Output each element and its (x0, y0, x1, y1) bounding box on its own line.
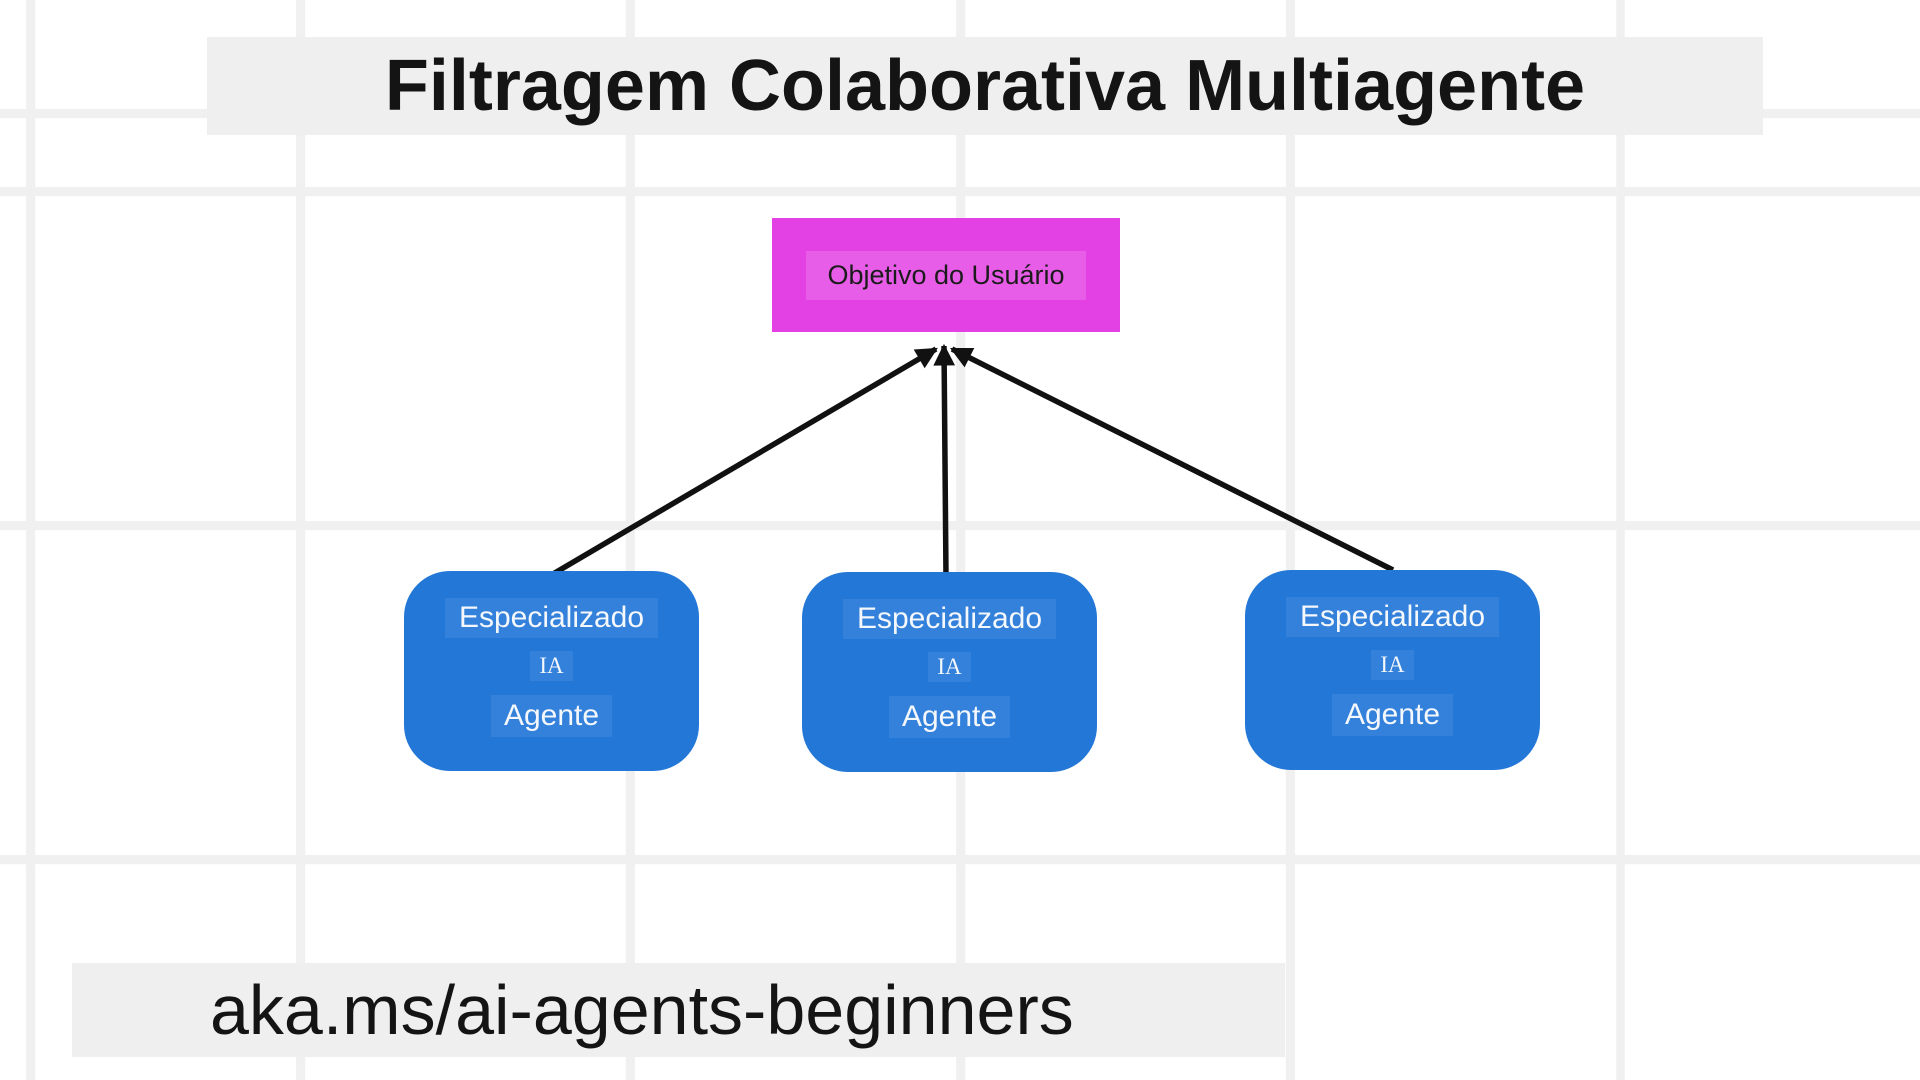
agent-1-label-agente: Agente (490, 694, 613, 737)
agent-node-2: Especializado IA Agente (802, 572, 1097, 772)
agent-3-label-agente: Agente (1331, 693, 1454, 736)
goal-node: Objetivo do Usuário (772, 218, 1120, 332)
agent-2-label-ia: IA (928, 652, 971, 682)
agent-2-label-agente: Agente (888, 695, 1011, 738)
agent-3-label-ia: IA (1371, 650, 1414, 680)
agent-node-1: Especializado IA Agente (404, 571, 699, 771)
agent-3-label-especializado: Especializado (1285, 597, 1500, 637)
edge-agent2-to-goal (933, 343, 956, 578)
page-title: Filtragem Colaborativa Multiagente (384, 46, 1586, 126)
edge-agent3-to-goal (950, 346, 1395, 573)
agent-1-label-ia: IA (530, 651, 573, 681)
footer-bar: aka.ms/ai-agents-beginners (72, 963, 1285, 1057)
title-bar: Filtragem Colaborativa Multiagente (207, 37, 1763, 135)
edge-agent1-to-goal (551, 346, 938, 577)
agent-2-label-especializado: Especializado (842, 599, 1057, 639)
agent-node-3: Especializado IA Agente (1245, 570, 1540, 770)
footer-link-text: aka.ms/ai-agents-beginners (210, 971, 1074, 1049)
agent-1-label-especializado: Especializado (444, 598, 659, 638)
goal-node-label: Objetivo do Usuário (806, 250, 1086, 300)
